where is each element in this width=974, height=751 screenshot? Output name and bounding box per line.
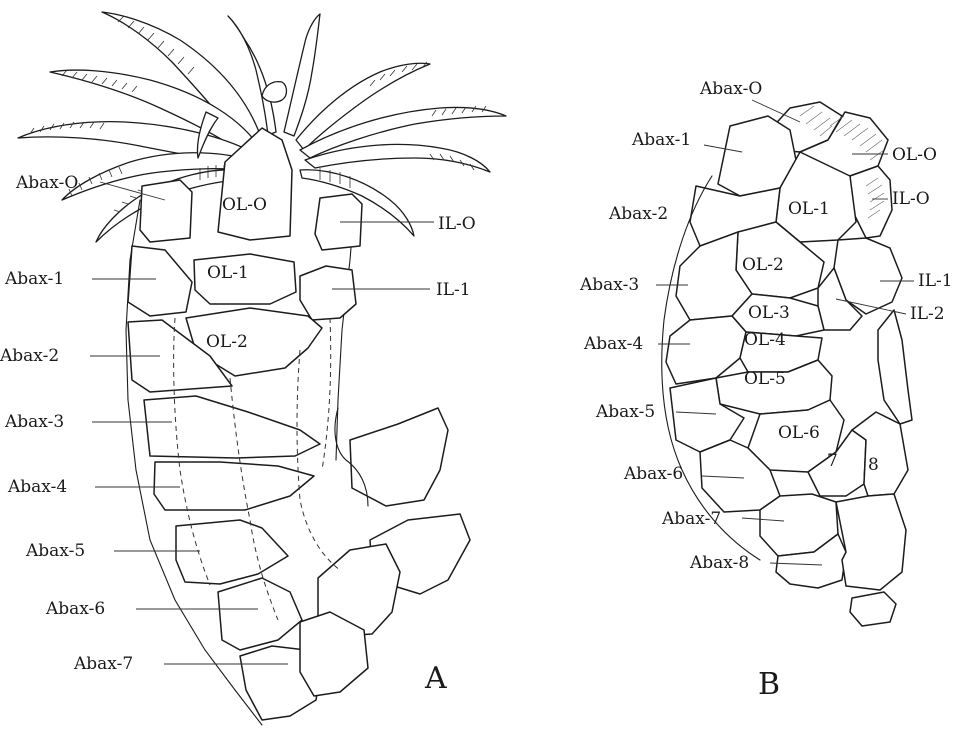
plate-b-right-lower-1 [836, 494, 906, 590]
label-b-ol-1: OL-1 [788, 199, 830, 219]
panel-b-letter: B [758, 667, 780, 702]
label-b-abax-1: Abax-1 [631, 130, 691, 150]
label-a-abax-4: Abax-4 [7, 477, 67, 497]
panel-b: Abax-O Abax-1 OL-O IL-O Abax-2 OL-1 IL-1… [579, 79, 953, 702]
panel-a-plates [128, 128, 470, 720]
label-b-abax-8: Abax-8 [689, 553, 749, 573]
label-b-7: 7 [827, 451, 838, 471]
label-a-abax-7: Abax-7 [73, 654, 133, 674]
label-a-abax-o: Abax-O [15, 173, 78, 193]
plate-b-spine [878, 310, 912, 424]
plate-a-right-1 [350, 408, 448, 506]
plate-b-bottom [850, 592, 896, 626]
label-b-ol-6: OL-6 [778, 423, 820, 443]
panel-a-letter: A [424, 661, 447, 696]
plate-a-abax-4 [154, 462, 314, 510]
label-b-abax-5: Abax-5 [595, 402, 655, 422]
plate-a-il-1 [300, 266, 356, 320]
label-b-ol-2: OL-2 [742, 255, 784, 275]
label-a-il-o: IL-O [438, 214, 476, 234]
panel-b-plates [666, 102, 912, 626]
label-a-il-1: IL-1 [436, 280, 471, 300]
label-a-abax-3: Abax-3 [4, 412, 64, 432]
label-a-abax-5: Abax-5 [25, 541, 85, 561]
label-b-ol-o: OL-O [892, 145, 937, 165]
label-a-ol-1: OL-1 [207, 263, 249, 283]
plate-a-abax-5 [176, 520, 288, 584]
label-b-ol-4: OL-4 [744, 330, 786, 350]
plate-a-abax-o [140, 180, 192, 242]
plate-b-abax-4 [666, 316, 746, 384]
label-b-abax-3: Abax-3 [579, 275, 639, 295]
label-a-abax-6: Abax-6 [45, 599, 105, 619]
label-b-il-1: IL-1 [918, 271, 953, 291]
plate-a-abax-1 [128, 246, 192, 316]
label-b-il-o: IL-O [892, 189, 930, 209]
label-b-abax-6: Abax-6 [623, 464, 683, 484]
label-b-ol-5: OL-5 [744, 369, 786, 389]
label-b-ol-3: OL-3 [748, 303, 790, 323]
label-a-ol-2: OL-2 [206, 332, 248, 352]
plate-a-abax-6 [218, 578, 302, 650]
panel-a: Abax-O OL-O IL-O Abax-1 OL-1 IL-1 Abax-2… [0, 12, 506, 725]
label-b-abax-7: Abax-7 [661, 509, 721, 529]
label-b-abax-o: Abax-O [699, 79, 762, 99]
label-b-8: 8 [868, 455, 879, 475]
label-b-abax-4: Abax-4 [583, 334, 643, 354]
label-b-il-2: IL-2 [910, 304, 945, 324]
plate-a-abax-3 [144, 396, 320, 458]
label-a-abax-1: Abax-1 [4, 269, 64, 289]
label-a-abax-2: Abax-2 [0, 346, 59, 366]
plate-b-il-o [850, 166, 892, 238]
label-a-ol-o: OL-O [222, 195, 267, 215]
label-b-abax-2: Abax-2 [608, 204, 668, 224]
